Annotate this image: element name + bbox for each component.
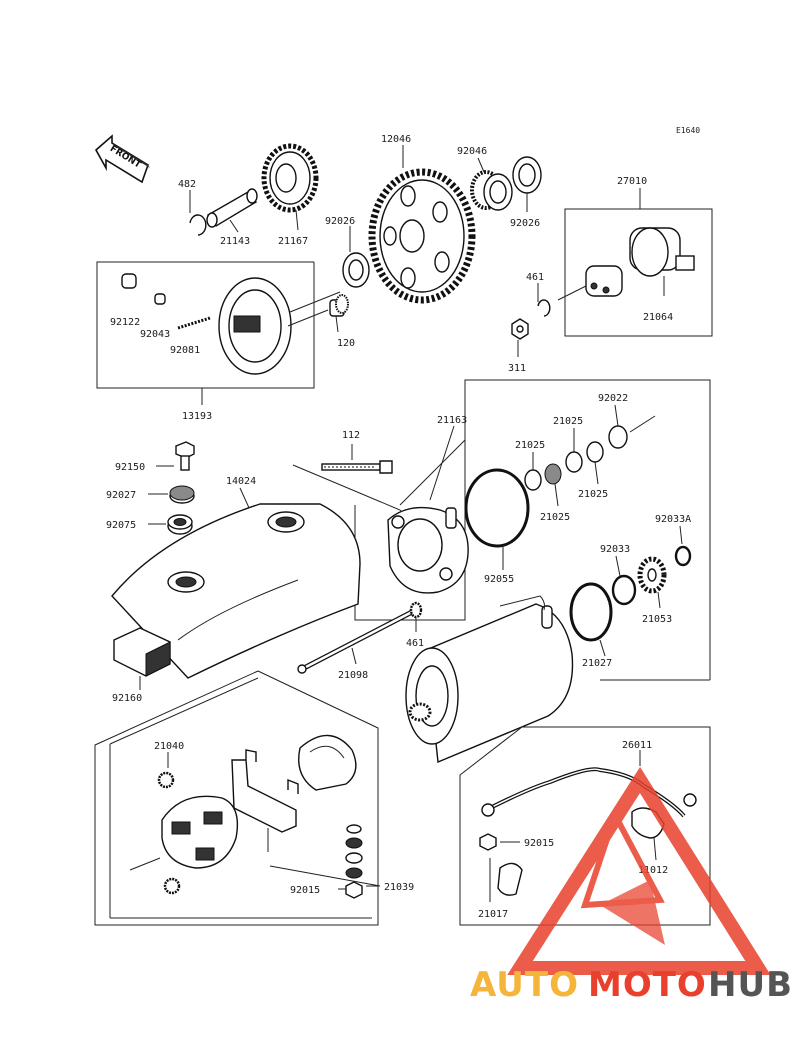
brush-holder-box	[94, 670, 379, 926]
label-92015-a: 92015	[290, 885, 320, 896]
label-92055: 92055	[484, 574, 514, 585]
part-21143-shaft	[206, 188, 258, 233]
label-92122: 92122	[110, 317, 140, 328]
label-92160: 92160	[112, 693, 142, 704]
part-92075-grommet	[148, 514, 193, 535]
label-21025-a: 21025	[515, 440, 545, 451]
part-461-washer-b	[409, 601, 423, 632]
label-13193: 13193	[182, 411, 212, 422]
part-21027-o-ring	[569, 582, 613, 657]
part-92026-washer-a	[512, 156, 542, 212]
label-92075: 92075	[106, 520, 136, 531]
label-92027: 92027	[106, 490, 136, 501]
label-461-b: 461	[406, 638, 424, 649]
automotohub-watermark-logo	[507, 766, 771, 975]
automotohub-watermark-text: AUTO MOTO HUB	[470, 965, 793, 1005]
part-92150-bolt	[156, 441, 195, 471]
label-112: 112	[342, 430, 360, 441]
label-21027: 21027	[582, 658, 612, 669]
part-21040-brush-plate	[157, 752, 239, 895]
label-21039: 21039	[384, 882, 414, 893]
label-21163: 21163	[437, 415, 467, 426]
part-311-nut	[511, 318, 529, 357]
label-21025-d: 21025	[540, 512, 570, 523]
label-120: 120	[337, 338, 355, 349]
label-21098: 21098	[338, 670, 368, 681]
part-482-circlip	[189, 190, 207, 236]
part-21167-gear	[261, 143, 319, 231]
part-92046-bearing	[470, 157, 513, 211]
part-brush-cover	[298, 734, 357, 791]
label-21040: 21040	[154, 741, 184, 752]
part-92026-washer-b	[342, 226, 370, 288]
part-92033A-circlip	[674, 525, 692, 567]
label-14024: 14024	[226, 476, 256, 487]
watermark-hub: HUB	[708, 965, 793, 1005]
label-21167: 21167	[278, 236, 308, 247]
label-21025-b: 21025	[553, 416, 583, 427]
part-92160-pad	[113, 627, 171, 690]
part-brush-holder	[231, 749, 299, 852]
label-26011: 26011	[622, 740, 652, 751]
part-92033-washer	[611, 555, 637, 606]
label-92033: 92033	[600, 544, 630, 555]
part-21053-pinion	[637, 556, 667, 609]
part-26011-cable	[481, 767, 697, 818]
label-92043: 92043	[140, 329, 170, 340]
label-92150: 92150	[115, 462, 145, 473]
part-92027-washer	[148, 485, 195, 504]
part-21017-terminal-cap	[489, 858, 523, 902]
label-27010: 27010	[617, 176, 647, 187]
part-112-bolt	[321, 444, 393, 474]
label-21053: 21053	[642, 614, 672, 625]
label-92081: 92081	[170, 345, 200, 356]
label-12046: 12046	[381, 134, 411, 145]
label-21143: 21143	[220, 236, 250, 247]
part-461-lockwasher	[537, 283, 551, 317]
part-92055-o-ring	[464, 468, 530, 570]
part-12046-gear	[368, 145, 476, 304]
part-21039-hardware-stack	[269, 824, 381, 899]
label-482: 482	[178, 179, 196, 190]
part-21025-shims	[524, 404, 656, 507]
label-461-a: 461	[526, 272, 544, 283]
part-14024-cover	[111, 487, 361, 679]
label-21025-c: 21025	[578, 489, 608, 500]
diagram-ref-code: E1640	[676, 126, 700, 135]
label-92022: 92022	[598, 393, 628, 404]
part-27010-relay-box	[557, 188, 713, 337]
label-21064: 21064	[643, 312, 673, 323]
part-21163-end-cover	[292, 425, 469, 594]
label-92033A: 92033A	[655, 514, 691, 525]
watermark-moto: MOTO	[588, 965, 707, 1005]
label-92015-b: 92015	[524, 838, 554, 849]
cable-box	[459, 726, 711, 926]
watermark-auto: AUTO	[470, 965, 579, 1005]
part-13193-starter-clutch	[96, 261, 349, 405]
label-92026-a: 92026	[510, 218, 540, 229]
part-starter-motor	[405, 595, 574, 764]
label-21017: 21017	[478, 909, 508, 920]
part-92015-nut-b	[479, 833, 520, 851]
label-92026-b: 92026	[325, 216, 355, 227]
part-21098-through-bolt	[297, 609, 414, 674]
front-arrow-icon: FRONT	[94, 134, 150, 184]
label-11012: 11012	[638, 865, 668, 876]
label-311: 311	[508, 363, 526, 374]
label-92046: 92046	[457, 146, 487, 157]
